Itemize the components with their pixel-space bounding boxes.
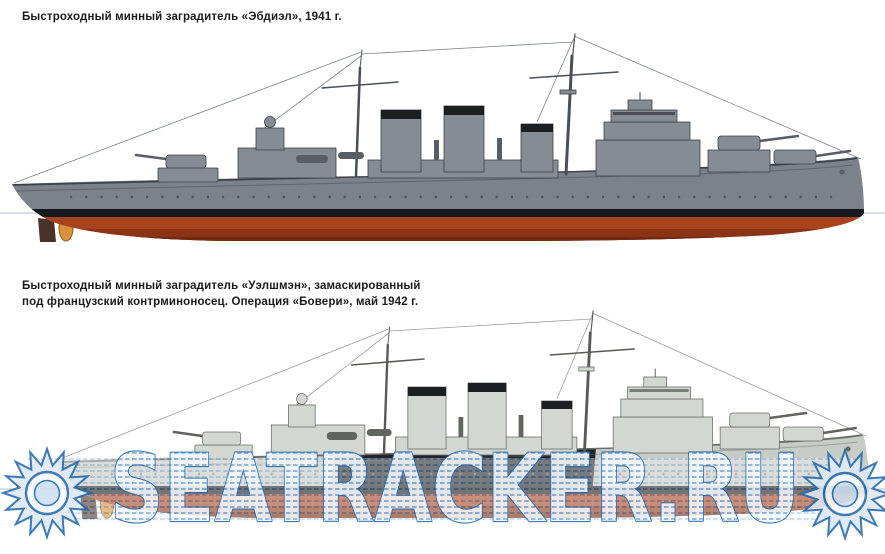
ship-abdiel-profile [0, 22, 885, 259]
watermark-hatch-band [28, 458, 858, 522]
caption-ship2-line2: под французский контрминоносец. Операция… [22, 295, 419, 308]
watermark-text: SEATRACKER.RU [110, 435, 800, 544]
watermark-sunburst-icon-right [799, 448, 885, 540]
watermark-sunburst-icon-left [1, 447, 93, 539]
caption-ship1: Быстроходный минный заградитель «Эбдиэл»… [22, 11, 342, 23]
caption-ship2-line1: Быстроходный минный заградитель «Уэлшмэн… [22, 280, 421, 292]
caption-ship2: Быстроходный минный заградитель «Уэлшмэн… [22, 279, 421, 310]
watermark: SEATRACKER.RU [1, 434, 885, 545]
